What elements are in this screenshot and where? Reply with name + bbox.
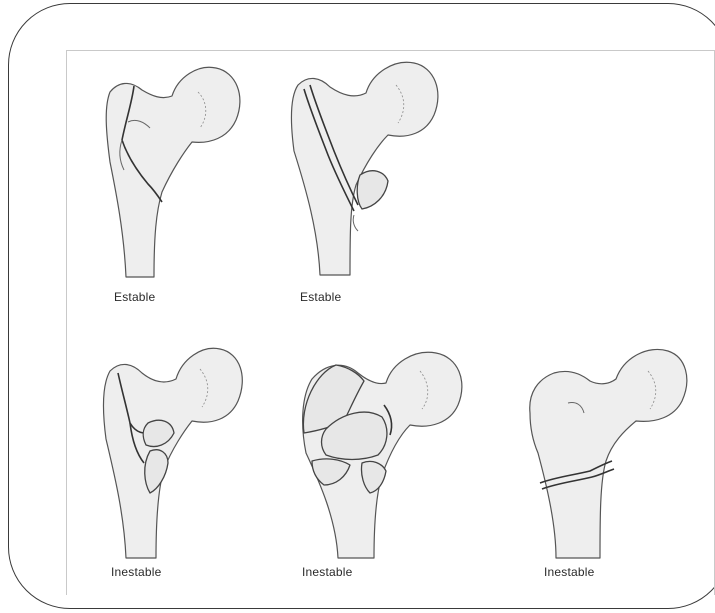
caption-1: Estable	[114, 290, 155, 304]
femur-shaft	[106, 67, 240, 277]
femur-illustration-unstable-1	[88, 343, 248, 558]
caption-4: Inestable	[302, 565, 353, 579]
femur-illustration-stable-1	[88, 62, 248, 277]
femur-illustration-stable-2	[280, 55, 450, 275]
femur-shaft	[103, 348, 242, 558]
bone-fragment-lower	[145, 450, 168, 493]
caption-3: Inestable	[111, 565, 162, 579]
femur-illustration-unstable-2	[286, 343, 476, 558]
femur-drawing	[88, 62, 248, 277]
femur-drawing	[286, 343, 476, 558]
femur-illustration-unstable-3	[516, 343, 691, 558]
caption-2: Estable	[300, 290, 341, 304]
femur-shaft	[530, 349, 687, 558]
femur-drawing	[280, 55, 450, 275]
caption-5: Inestable	[544, 565, 595, 579]
femur-drawing	[516, 343, 691, 558]
femur-drawing	[88, 343, 248, 558]
bone-fragment	[357, 171, 388, 209]
